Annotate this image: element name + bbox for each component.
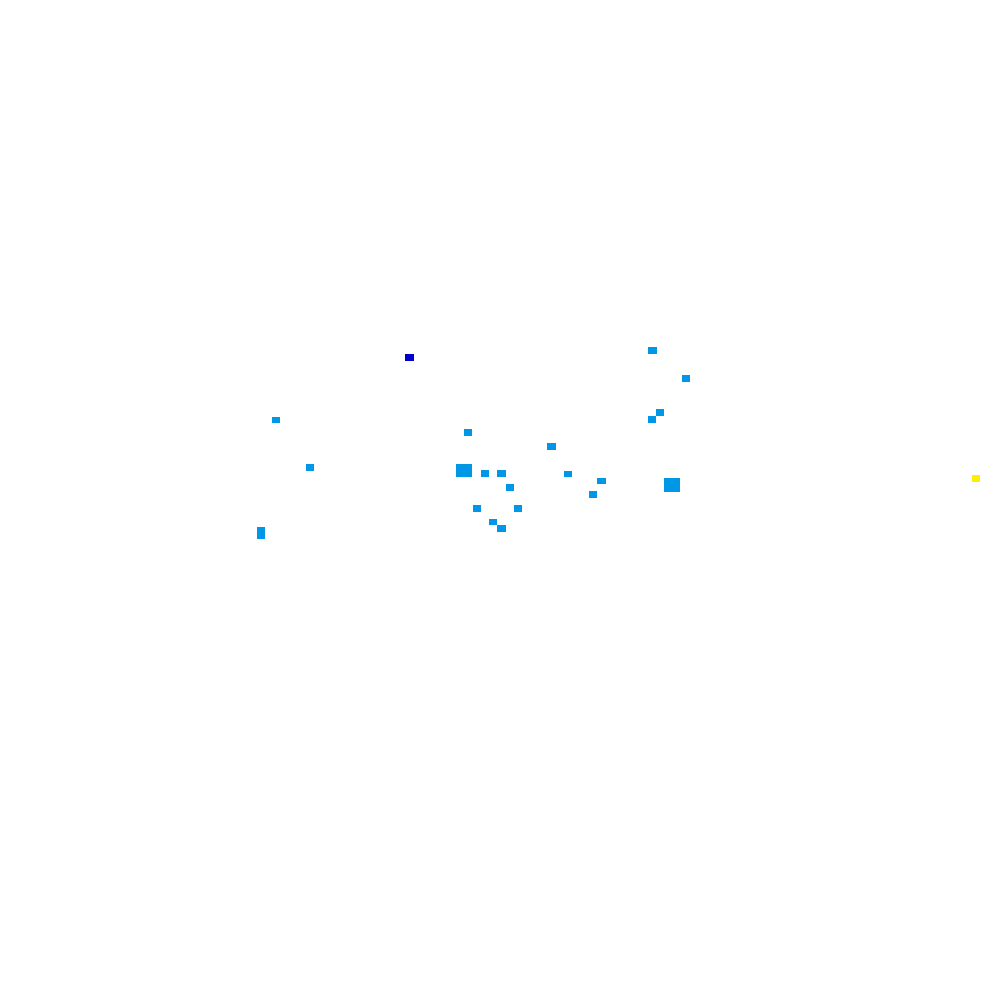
cell-tile[interactable] <box>514 505 522 512</box>
cell-tile[interactable] <box>682 375 690 382</box>
cell-tile[interactable] <box>497 470 506 477</box>
cell-tile[interactable] <box>656 409 664 416</box>
cell-tile[interactable] <box>648 347 657 354</box>
cell-tile[interactable] <box>257 533 265 539</box>
cell-tile[interactable] <box>473 505 481 512</box>
player-tile[interactable] <box>405 354 414 361</box>
cell-tile[interactable] <box>564 471 572 477</box>
cell-tile[interactable] <box>306 464 314 471</box>
cell-tile[interactable] <box>272 417 280 423</box>
cell-tile[interactable] <box>489 519 497 525</box>
cell-tile[interactable] <box>456 464 472 477</box>
cell-tile[interactable] <box>481 470 489 477</box>
cell-tile[interactable] <box>464 429 472 436</box>
cell-tile[interactable] <box>547 443 556 450</box>
target-tile[interactable] <box>972 475 980 482</box>
cell-tile[interactable] <box>589 491 597 498</box>
cell-tile[interactable] <box>597 478 606 484</box>
cell-tile[interactable] <box>257 527 265 534</box>
cell-tile[interactable] <box>497 525 506 532</box>
cell-tile[interactable] <box>506 484 514 491</box>
cell-tile[interactable] <box>664 478 680 492</box>
cell-tile[interactable] <box>648 416 656 423</box>
